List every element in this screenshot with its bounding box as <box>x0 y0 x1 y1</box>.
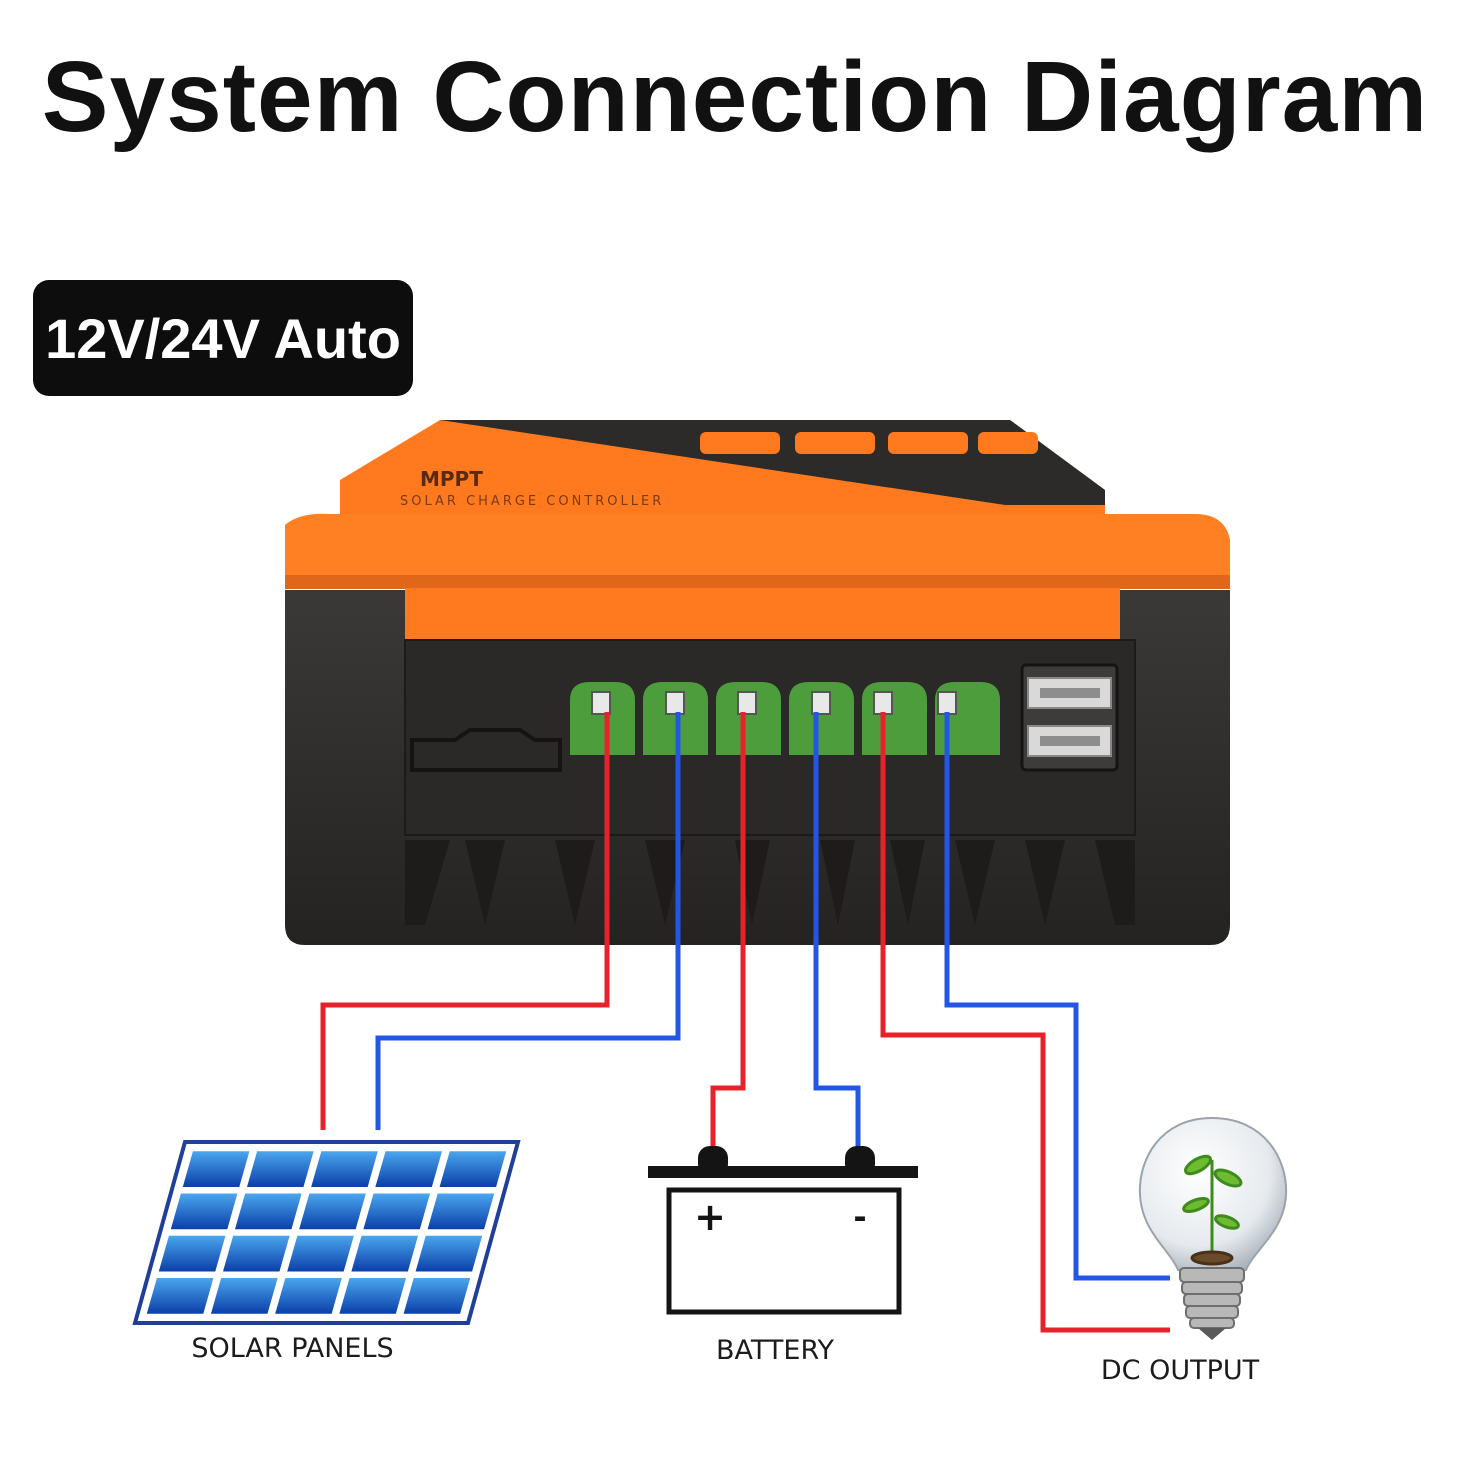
controller-rim <box>285 513 1230 585</box>
controller-subtitle: SOLAR CHARGE CONTROLLER <box>400 494 664 509</box>
solar-cell <box>275 1277 342 1314</box>
controller-rim-shadow <box>285 575 1230 589</box>
solar-cell <box>363 1193 431 1230</box>
plant-sprout <box>1182 1154 1243 1266</box>
wire-load-negative <box>944 712 1170 1281</box>
solar-cell <box>287 1235 354 1272</box>
wire-battery-positive <box>710 712 746 1150</box>
battery-label: BATTERY <box>716 1335 834 1366</box>
solar-panel-cells <box>146 1151 507 1314</box>
usb-port-icon <box>1020 663 1119 772</box>
voltage-badge-label: 12V/24V Auto <box>45 306 401 370</box>
wire-load-positive <box>880 712 1170 1333</box>
controller-button-1 <box>700 432 780 454</box>
solar-cell <box>439 1151 507 1188</box>
controller-button-2 <box>795 432 875 454</box>
terminal-solar-positive <box>570 682 635 755</box>
charge-controller: MPPT SOLAR CHARGE CONTROLLER <box>285 420 1230 945</box>
heatsink-fins <box>405 840 1135 925</box>
wire-battery-negative <box>813 712 861 1150</box>
terminal-battery-negative <box>789 682 854 755</box>
solar-panels-label: SOLAR PANELS <box>191 1333 394 1364</box>
wire-solar-negative <box>375 712 681 1130</box>
controller-button-4 <box>978 432 1038 454</box>
solar-cell <box>299 1193 366 1230</box>
terminal-battery-positive <box>716 682 781 755</box>
battery-plus-sign: + <box>694 1195 726 1239</box>
solar-cell <box>427 1193 495 1230</box>
solar-cell <box>351 1235 419 1272</box>
controller-front-lip <box>405 588 1120 640</box>
wire-solar-positive <box>320 712 610 1130</box>
solar-cell <box>158 1235 226 1272</box>
solar-cell <box>311 1151 378 1188</box>
solar-cell <box>234 1193 302 1230</box>
terminal-block <box>570 682 1000 755</box>
solar-cell <box>246 1151 314 1188</box>
solar-panel-icon <box>132 1140 521 1325</box>
solar-cell <box>403 1277 471 1314</box>
wiring <box>320 712 1170 1333</box>
solar-cell <box>210 1277 278 1314</box>
solar-cell <box>146 1277 214 1314</box>
solar-cell <box>415 1235 483 1272</box>
voltage-badge: 12V/24V Auto <box>33 280 413 396</box>
solar-cell <box>222 1235 290 1272</box>
controller-brand: MPPT <box>420 467 483 491</box>
solar-cell <box>339 1277 407 1314</box>
battery-icon: + - <box>648 1146 918 1315</box>
solar-cell <box>182 1151 250 1188</box>
controller-button-3 <box>888 432 968 454</box>
solar-cell <box>170 1193 238 1230</box>
dc-output-label: DC OUTPUT <box>1100 1355 1260 1386</box>
page-title: System Connection Diagram <box>41 41 1429 153</box>
terminal-load-positive <box>862 682 927 755</box>
battery-minus-sign: - <box>853 1198 866 1236</box>
bulb-base <box>1179 1267 1245 1329</box>
sensor-port <box>410 728 562 772</box>
light-bulb-icon <box>1138 1116 1288 1340</box>
solar-cell <box>375 1151 443 1188</box>
